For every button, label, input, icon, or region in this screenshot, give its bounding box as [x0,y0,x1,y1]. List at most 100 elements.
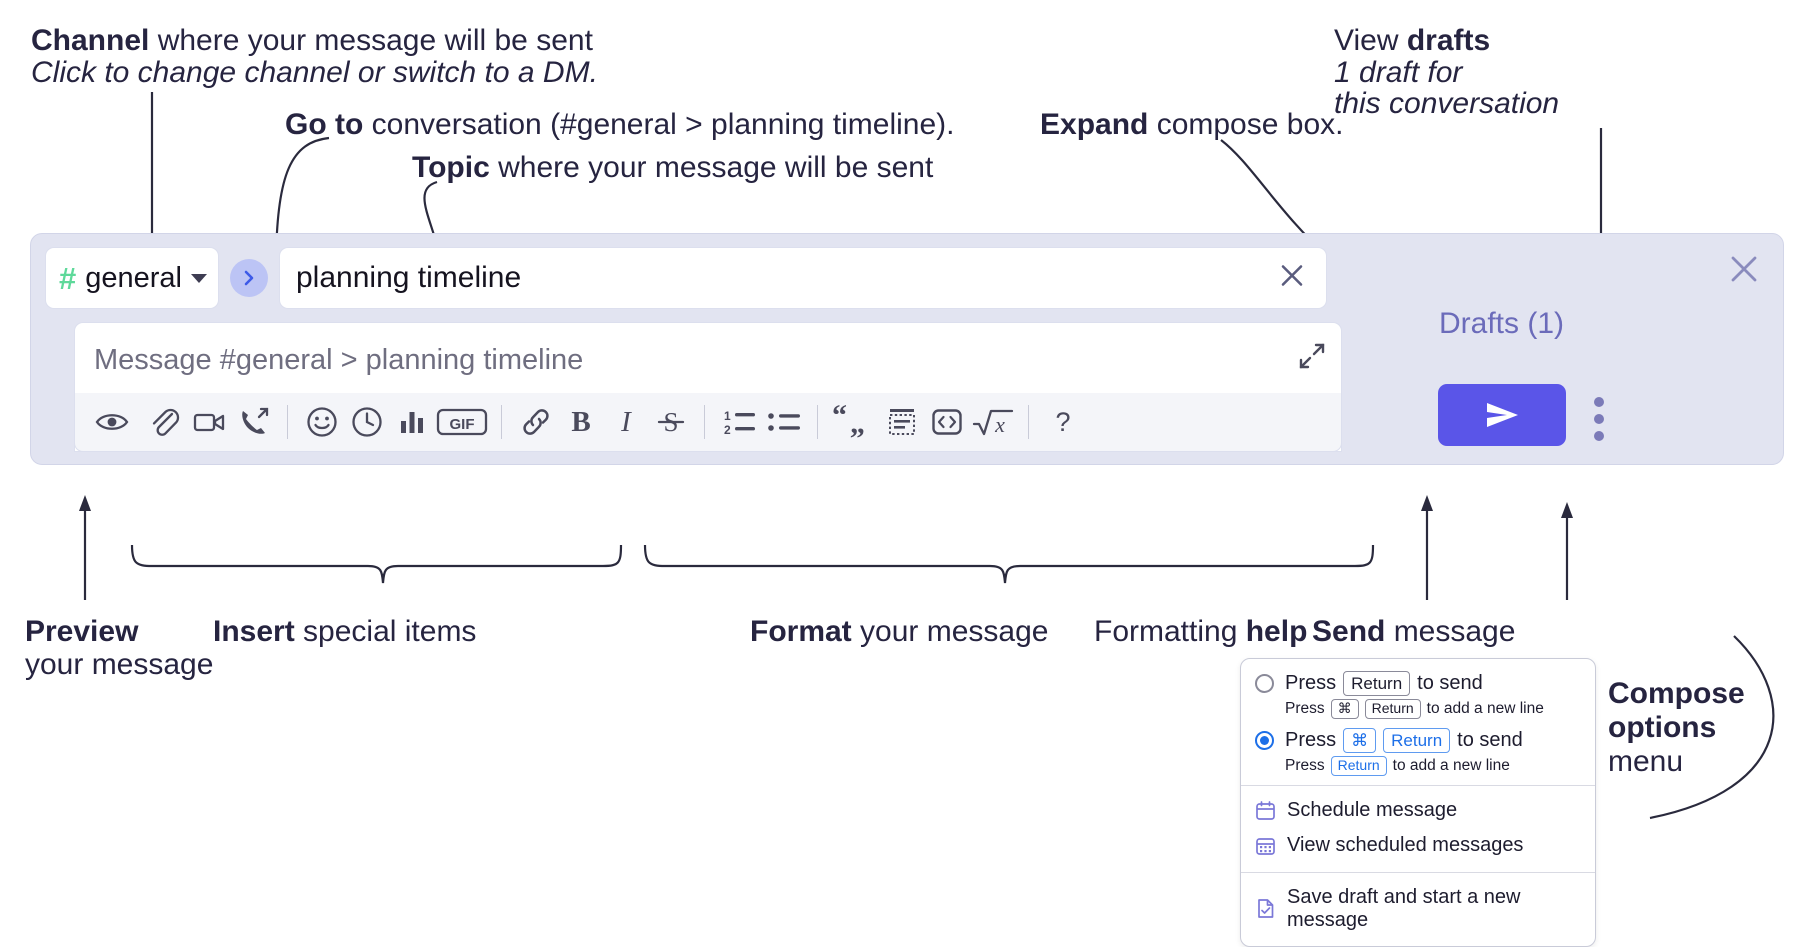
annotation-goto-rest: conversation (#general > planning timeli… [363,108,955,141]
annotation-goto: Go to conversation (#general > planning … [285,106,955,144]
link-button[interactable] [513,400,558,445]
annotation-insert-bold: Insert [213,615,295,648]
phone-call-icon [241,407,268,434]
compose-options-button[interactable] [1594,397,1604,441]
annotation-expand: Expand compose box. [1040,106,1343,144]
option2-post: to send [1457,728,1523,751]
annotation-compose-options-bold1: Compose [1608,677,1745,710]
latex-button[interactable]: x [969,400,1017,445]
italic-icon: I [620,406,632,438]
channel-selector-button[interactable]: # general [45,247,219,309]
send-paperplane-icon [1487,403,1518,427]
chevron-right-icon [244,270,254,286]
strikethrough-button[interactable]: S [648,400,693,445]
option1-sub-post: to add a new line [1426,700,1544,717]
menu-item-save-draft[interactable]: Save draft and start a new message [1241,880,1595,938]
annotation-help-pre: Formatting [1094,615,1246,648]
annotation-drafts-sub1-text: 1 draft for [1334,56,1463,89]
blockquote-button[interactable]: “ „ [829,400,879,445]
italic-button[interactable]: I [603,400,648,445]
option2-sub-pre: Press [1285,756,1325,774]
annotation-drafts-sub2: this conversation [1334,85,1559,123]
annotation-compose-options-bold2: options [1608,711,1717,744]
formatting-help-icon: ? [1055,407,1070,437]
calendar-icon [1256,800,1275,820]
formatting-help-button[interactable]: ? [1040,400,1085,445]
annotation-drafts: View drafts [1334,22,1490,60]
key-return: Return [1343,671,1411,697]
goto-conversation-button[interactable] [230,259,268,297]
annotation-drafts-sub2-text: this conversation [1334,87,1560,120]
key-return: Return [1383,727,1451,753]
menu-item-view-scheduled-messages[interactable]: View scheduled messages [1241,828,1595,863]
gif-button[interactable]: GIF [434,400,490,445]
annotation-topic-rest: where your message will be sent [489,151,934,184]
blockquote-icon: “ „ [832,405,865,439]
key-command: ⌘ [1343,727,1377,753]
ordered-list-button[interactable]: 1 2 [716,400,761,445]
menu-option-return-to-send[interactable]: Press Return to send [1241,671,1595,697]
inline-code-button[interactable] [924,400,969,445]
document-check-icon [1258,899,1274,918]
calendar-grid-icon [1256,837,1275,855]
poll-button[interactable] [389,400,434,445]
toolbar-divider [501,405,502,439]
schedule-clock-button[interactable] [344,400,389,445]
link-icon [522,409,549,435]
option1-sub-pre: Press [1285,700,1325,717]
topic-input[interactable]: planning timeline [279,247,1327,309]
drafts-link[interactable]: Drafts (1) [1439,307,1565,340]
key-return: Return [1330,756,1387,776]
annotation-insert: Insert special items [213,613,476,651]
svg-text:?: ? [1055,407,1070,437]
svg-text:GIF: GIF [450,416,475,433]
channel-name-label: general [85,261,182,294]
annotation-send-bold: Send [1312,615,1386,648]
call-button[interactable] [231,400,276,445]
message-input-placeholder: Message #general > planning timeline [94,344,584,376]
menu-item-schedule-message[interactable]: Schedule message [1241,793,1595,828]
attachment-paperclip-icon [152,408,179,436]
svg-text:“: “ [832,405,847,432]
annotation-preview-sub: your message [25,646,213,684]
expand-compose-button[interactable] [1297,341,1327,376]
key-return: Return [1364,699,1421,719]
radio-cmd-return-to-send[interactable] [1255,730,1274,750]
kebab-dot [1594,397,1604,407]
gif-icon: GIF [436,408,488,436]
menu-divider [1241,871,1595,873]
svg-text:B: B [571,406,590,438]
compose-options-menu: Press Return to send Press ⌘ Return to a… [1240,658,1596,947]
option2-pre: Press [1285,728,1337,751]
annotation-drafts-sub1: 1 draft for [1334,54,1462,92]
preview-button[interactable] [89,400,134,445]
annotation-channel-sub: Click to change channel or switch to a D… [31,54,598,92]
key-command: ⌘ [1330,699,1359,719]
send-button[interactable] [1438,384,1566,446]
bulleted-list-button[interactable] [761,400,806,445]
menu-option-cmd-return-to-send[interactable]: Press ⌘ Return to send [1241,727,1595,753]
attachment-button[interactable] [141,400,186,445]
annotation-send: Send message [1312,613,1515,651]
compose-header-row: # general planning timeline [45,247,1327,309]
menu-item-label: View scheduled messages [1287,833,1524,856]
hash-icon: # [59,260,77,296]
option1-pre: Press [1285,672,1337,695]
annotation-topic: Topic where your message will be sent [412,149,933,187]
clock-icon [351,407,382,437]
topic-value: planning timeline [296,261,522,294]
bold-button[interactable]: B [558,400,603,445]
radio-return-to-send[interactable] [1255,674,1274,694]
svg-text:I: I [620,406,632,438]
video-button[interactable] [186,400,231,445]
kebab-dot [1594,414,1604,424]
topic-clear-button[interactable] [1276,260,1308,297]
option1-subtext: Press ⌘ Return to add a new line [1241,699,1595,719]
emoji-button[interactable] [299,400,344,445]
annotation-insert-rest: special items [294,615,477,648]
annotation-send-rest: message [1385,615,1516,648]
annotation-compose-options-3: menu [1608,743,1683,781]
close-compose-button[interactable] [1727,252,1761,291]
code-block-button[interactable] [879,400,924,445]
svg-text:x: x [994,412,1005,437]
